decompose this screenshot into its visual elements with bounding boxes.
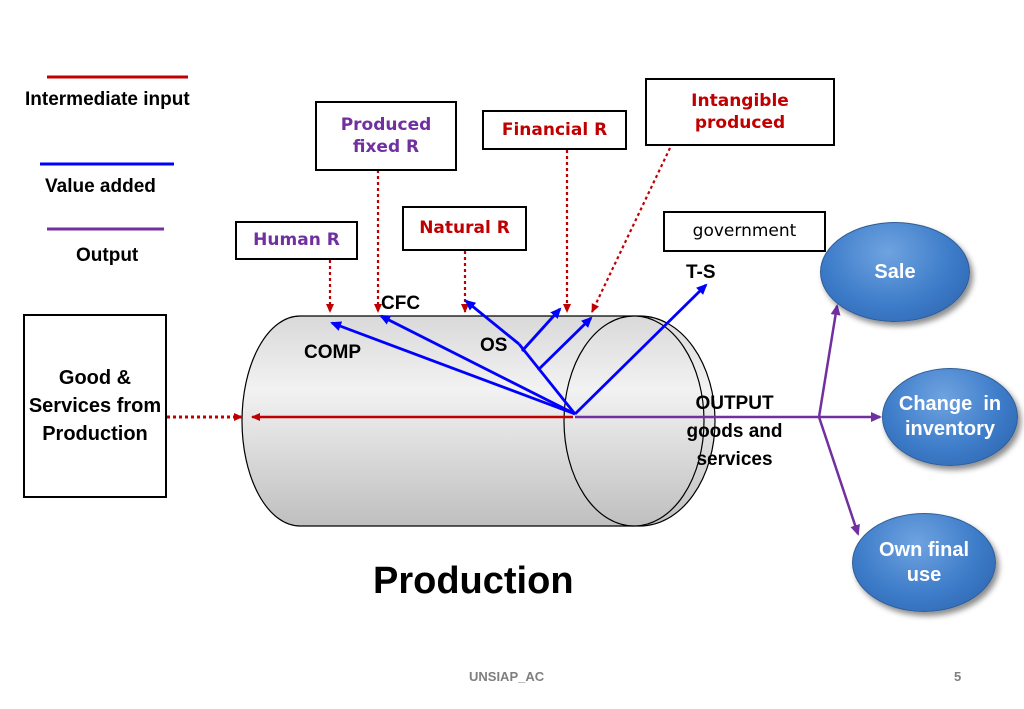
legend-output: Output [76, 245, 139, 266]
own-final-use-oval: Own final use [852, 513, 996, 612]
produced-fixed-r-box: Produced fixed R [315, 101, 457, 171]
intangible-produced-box: Intangible produced [645, 78, 835, 146]
sale-label: Sale [874, 260, 916, 283]
source-box: Good & Services from Production [23, 314, 167, 498]
government-box: government [663, 211, 826, 252]
legend-value-added: Value added [45, 176, 156, 197]
diagram-title: Production [373, 560, 574, 602]
cfc-label: CFC [381, 293, 421, 314]
own-final-use-label: Own final use [879, 538, 969, 586]
page-number: 5 [954, 669, 962, 684]
comp-label: COMP [304, 342, 361, 363]
human-r-box: Human R [235, 221, 358, 260]
change-inventory-label: Change in inventory [898, 393, 1007, 440]
sale-oval: Sale [820, 222, 970, 322]
financial-r-box: Financial R [482, 110, 627, 150]
os-label: OS [480, 335, 508, 356]
ts-label: T-S [686, 262, 716, 283]
output-label: OUTPUT goods and services [686, 393, 783, 470]
cylinder-end [563, 315, 705, 527]
footer-org: UNSIAP_AC [469, 669, 545, 684]
natural-r-box: Natural R [402, 206, 527, 251]
change-inventory-oval: Change in inventory [882, 368, 1018, 466]
legend-intermediate-input: Intermediate input [25, 89, 190, 110]
